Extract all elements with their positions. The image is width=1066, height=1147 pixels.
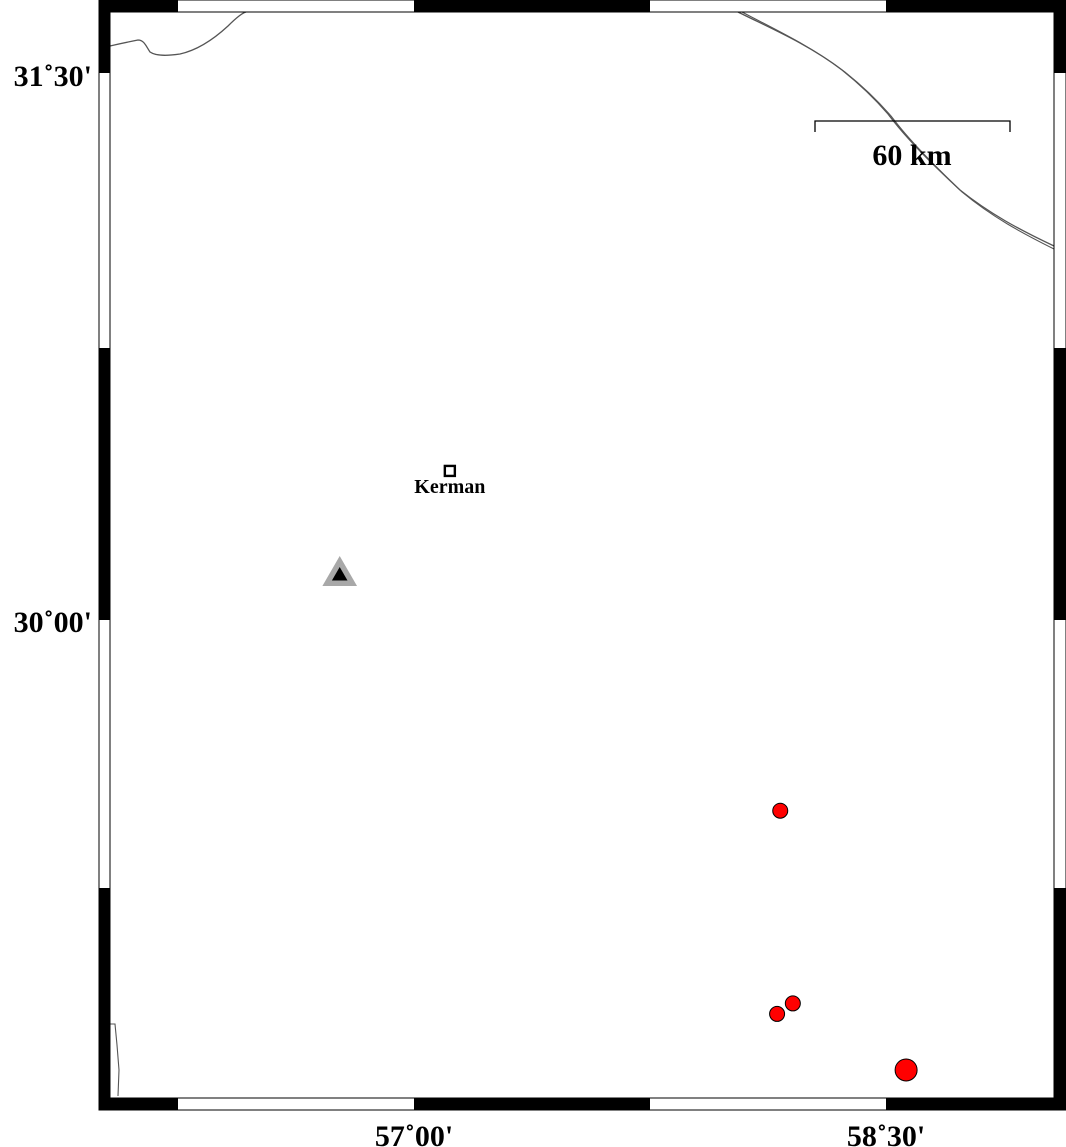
y-tick-label-30-00: 30˚00' <box>14 606 92 639</box>
station-marker <box>322 556 358 587</box>
border-line-northeast-b <box>741 11 1055 250</box>
x-tick-label-57-00: 57˚00' <box>375 1120 453 1147</box>
border-line-southwest <box>110 1023 120 1097</box>
event-marker-3 <box>769 1005 786 1022</box>
city-label: Kerman <box>414 476 485 498</box>
event-marker-4 <box>894 1058 918 1082</box>
map-frame <box>98 0 1066 1111</box>
station-triangle-inner-icon <box>331 567 348 581</box>
scale-bar-label: 60 km <box>872 139 951 172</box>
x-tick-label-58-30: 58˚30' <box>847 1120 925 1147</box>
events-layer <box>769 802 918 1082</box>
event-marker-1 <box>772 802 789 819</box>
city-square-icon <box>443 464 457 478</box>
y-tick-label-31-30: 31˚30' <box>14 60 92 93</box>
event-marker-2 <box>784 995 801 1012</box>
scale-bar: 60 km <box>814 120 1011 172</box>
city-marker-kerman: Kerman <box>414 464 485 498</box>
coastline-northwest <box>109 11 247 56</box>
